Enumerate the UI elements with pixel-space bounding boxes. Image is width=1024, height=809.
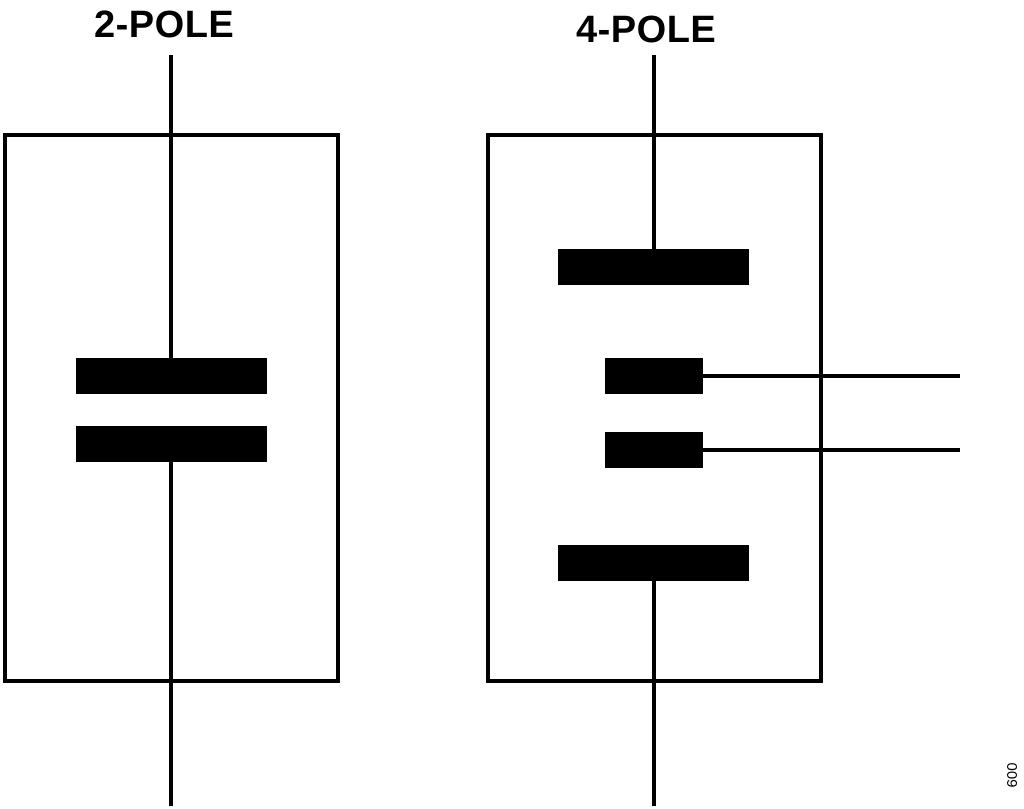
- four-pole-title: 4-POLE: [576, 9, 717, 51]
- figure-id-label: 009: [1003, 762, 1020, 788]
- two-pole-diagram: [3, 55, 340, 806]
- two-pole-title: 2-POLE: [94, 4, 235, 46]
- four-pole-diagram: [486, 55, 960, 806]
- four-pole-upper-inner-plate: [605, 358, 703, 394]
- two-pole-upper-plate: [76, 358, 267, 394]
- two-pole-lower-plate: [76, 426, 267, 462]
- four-pole-lower-inner-plate: [605, 432, 703, 468]
- four-pole-bottom-plate: [558, 545, 749, 581]
- four-pole-top-plate: [558, 249, 749, 285]
